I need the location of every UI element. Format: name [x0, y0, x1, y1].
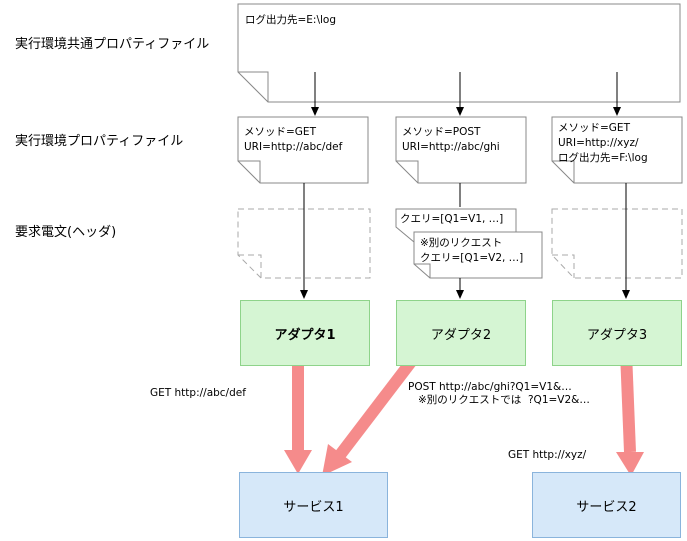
row-label-env-props: 実行環境プロパティファイル	[15, 134, 184, 149]
env-file-1-text: メソッド=GET URI=http://abc/def	[244, 126, 343, 153]
edge-label-a1-s1: GET http://abc/def	[150, 387, 246, 399]
adapter-2-box: アダプタ2	[396, 300, 526, 366]
thick-arrow-a3-to-s2	[616, 351, 644, 476]
env-file-3-text: メソッド=GET URI=http://xyz/ ログ出力先=F:\log	[558, 122, 648, 164]
common-props-file-text: ログ出力先=E:\log	[245, 14, 337, 26]
row-label-common-props: 実行環境共通プロパティファイル	[15, 37, 210, 52]
thick-arrow-a1-to-s1	[284, 362, 312, 474]
env-file-1-shape	[237, 116, 369, 184]
env-file-2-shape	[395, 116, 527, 184]
common-props-file-shape	[237, 3, 681, 103]
adapter-3-box: アダプタ3	[552, 300, 682, 366]
env-file-2-text: メソッド=POST URI=http://abc/ghi	[402, 126, 500, 153]
row-label-request-header: 要求電文(ヘッダ)	[15, 225, 117, 240]
request-doc-2-front-text: クエリ=[Q1=V1, …]	[400, 213, 504, 225]
request-doc-2-back-text: ※別のリクエスト クエリ=[Q1=V2, …]	[420, 237, 524, 264]
service-1-box: サービス1	[239, 472, 388, 538]
env-file-3-shape	[551, 116, 683, 184]
edge-label-a3-s2: GET http://xyz/	[508, 449, 587, 461]
adapter-1-box: アダプタ1	[240, 300, 370, 366]
edge-label-a2-s1: POST http://abc/ghi?Q1=V1&… ※別のリクエストでは ?…	[408, 381, 590, 406]
service-2-box: サービス2	[532, 472, 681, 538]
request-doc-2-back-shape	[413, 231, 543, 279]
request-doc-3-shape	[551, 208, 683, 279]
thick-arrow-a2-to-s1	[322, 354, 419, 476]
